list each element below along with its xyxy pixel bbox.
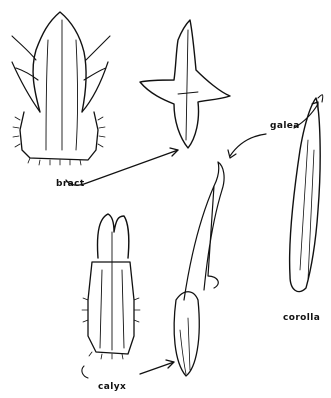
flower-tube-drawing	[174, 162, 224, 376]
galea-arrow-left	[230, 134, 266, 156]
bract-lobe-drawing	[140, 20, 230, 148]
label-arrows	[66, 102, 318, 378]
label-galea: galea	[270, 121, 300, 131]
calyx-tick	[82, 366, 88, 378]
label-calyx: calyx	[98, 382, 126, 392]
label-bract: bract	[56, 179, 85, 189]
whole-bract-drawing	[12, 12, 110, 165]
label-corolla: corolla	[283, 313, 320, 323]
calyx-drawing	[82, 214, 140, 359]
